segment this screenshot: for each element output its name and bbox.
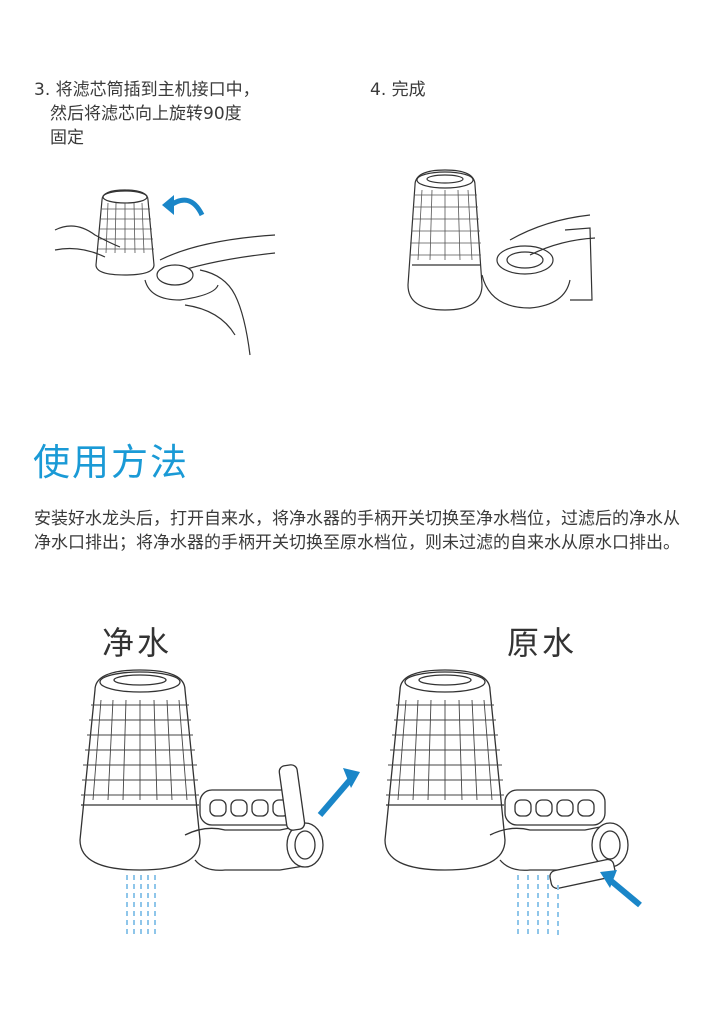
step-4-line-1: 4. 完成 <box>370 80 426 100</box>
raw-water-label: 原水 <box>507 624 578 662</box>
step-3-line-1: 3. 将滤芯筒插到主机接口中， <box>34 80 260 100</box>
step-4-instruction: 4. 完成 <box>370 78 426 102</box>
step-4-illustration <box>407 169 596 311</box>
step-3-line-2: 然后将滤芯向上旋转90度 <box>50 104 242 124</box>
pure-water-illustration <box>79 669 360 935</box>
step-3-illustration <box>54 189 276 356</box>
step-3-line-3: 固定 <box>50 128 84 148</box>
usage-description: 安装好水龙头后，打开自来水，将净水器的手柄开关切换至净水档位，过滤后的净水从净水… <box>34 509 680 553</box>
raw-water-illustration <box>384 669 642 935</box>
pure-water-label: 净水 <box>102 624 173 662</box>
section-title: 使用方法 <box>33 441 189 484</box>
step-3-instruction: 3. 将滤芯筒插到主机接口中， 然后将滤芯向上旋转90度 固定 <box>34 78 334 150</box>
